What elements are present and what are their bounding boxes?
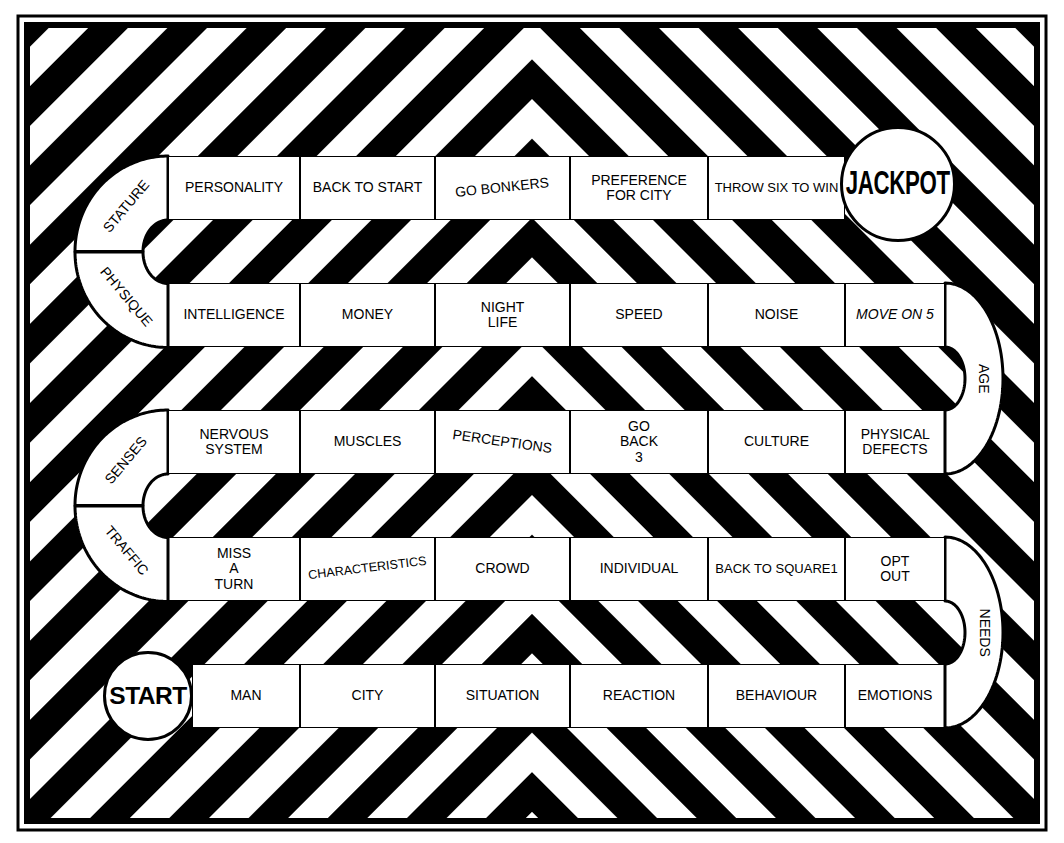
board-square: SITUATION — [435, 664, 570, 728]
board-square: BEHAVIOUR — [708, 664, 845, 728]
board-square: PREFERENCE FOR CITY — [570, 156, 708, 220]
board-square: OPT OUT — [845, 537, 945, 601]
square-label: MAN — [230, 688, 261, 703]
square-label: MONEY — [342, 307, 393, 322]
square-label: BACK TO START — [313, 180, 422, 195]
board-square: CITY — [300, 664, 435, 728]
square-label: OPT OUT — [880, 554, 910, 585]
square-label: START — [109, 683, 186, 710]
square-label: NEEDS — [976, 608, 991, 656]
inner-frame — [27, 25, 1037, 821]
circle-shape — [105, 653, 192, 740]
curve-shape — [75, 252, 168, 348]
curve-shape — [75, 156, 168, 252]
turn-square: PHYSIQUE — [75, 252, 168, 348]
square-label: INTELLIGENCE — [183, 307, 284, 322]
square-label: PERCEPTIONS — [452, 427, 554, 456]
square-label: NERVOUS SYSTEM — [200, 427, 269, 458]
stripe-field — [532, 25, 1037, 821]
board-square: MISS A TURN — [168, 537, 300, 601]
curve-shape — [945, 537, 1003, 728]
curve-outline — [945, 283, 1003, 474]
square-label: JACKPOT — [846, 166, 950, 202]
curve-shape — [75, 506, 168, 602]
board-square: THROW SIX TO WIN — [708, 156, 845, 220]
turn-square: TRAFFIC — [75, 506, 168, 602]
square-label: SITUATION — [466, 688, 540, 703]
circle-shape — [842, 128, 955, 241]
square-label: EMOTIONS — [858, 688, 933, 703]
turn-square: AGE — [945, 283, 1003, 474]
board-square: INDIVIDUAL — [570, 537, 708, 601]
board-square: EMOTIONS — [845, 664, 945, 728]
board-square: MAN — [192, 664, 300, 728]
board-square: GO BACK 3 — [570, 410, 708, 474]
square-label: THROW SIX TO WIN — [715, 181, 839, 195]
square-label: CHARACTERISTICS — [308, 555, 428, 583]
turn-square: SENSES — [75, 410, 168, 506]
board-square: CULTURE — [708, 410, 845, 474]
board-square: NERVOUS SYSTEM — [168, 410, 300, 474]
board-square: GO BONKERS — [435, 156, 570, 220]
board-square: MONEY — [300, 283, 435, 347]
turn-square: STATURE — [75, 156, 168, 252]
curve-outline — [945, 537, 1003, 728]
board-square: MOVE ON 5 — [845, 283, 945, 347]
square-label: CROWD — [475, 561, 529, 576]
board-square: BACK TO START — [300, 156, 435, 220]
jackpot-circle: JACKPOT — [840, 126, 956, 242]
square-label: NOISE — [755, 307, 799, 322]
turn-square: NEEDS — [945, 537, 1003, 728]
square-label: MUSCLES — [334, 434, 402, 449]
square-label: SPEED — [615, 307, 662, 322]
square-label: PERSONALITY — [185, 180, 283, 195]
outer-frame — [18, 16, 1046, 830]
square-label: AGE — [976, 364, 991, 394]
square-label: MISS A TURN — [215, 546, 254, 592]
board-square: NIGHT LIFE — [435, 283, 570, 347]
square-label: INDIVIDUAL — [600, 561, 679, 576]
board-square: MUSCLES — [300, 410, 435, 474]
square-label: CULTURE — [744, 434, 809, 449]
square-label: PHYSICAL DEFECTS — [861, 427, 930, 458]
board-square: REACTION — [570, 664, 708, 728]
start-circle: START — [103, 651, 193, 741]
square-label: GO BACK 3 — [620, 419, 658, 465]
board-square: INTELLIGENCE — [168, 283, 300, 347]
square-label: BEHAVIOUR — [736, 688, 817, 703]
square-label: BACK TO SQUARE1 — [715, 562, 837, 576]
square-label: CITY — [352, 688, 384, 703]
board-square: BACK TO SQUARE1 — [708, 537, 845, 601]
board-square: PERSONALITY — [168, 156, 300, 220]
board-square: PERCEPTIONS — [435, 410, 570, 474]
square-label: PREFERENCE FOR CITY — [591, 173, 687, 204]
curve-shape — [75, 410, 168, 506]
curve-shape — [945, 283, 1003, 474]
board-square: CROWD — [435, 537, 570, 601]
board-square: SPEED — [570, 283, 708, 347]
board-square: NOISE — [708, 283, 845, 347]
square-label: GO BONKERS — [455, 175, 550, 200]
square-label: MOVE ON 5 — [856, 307, 934, 322]
board-square: CHARACTERISTICS — [300, 537, 435, 601]
square-label: NIGHT LIFE — [481, 300, 524, 331]
board-square: PHYSICAL DEFECTS — [845, 410, 945, 474]
square-label: REACTION — [603, 688, 675, 703]
